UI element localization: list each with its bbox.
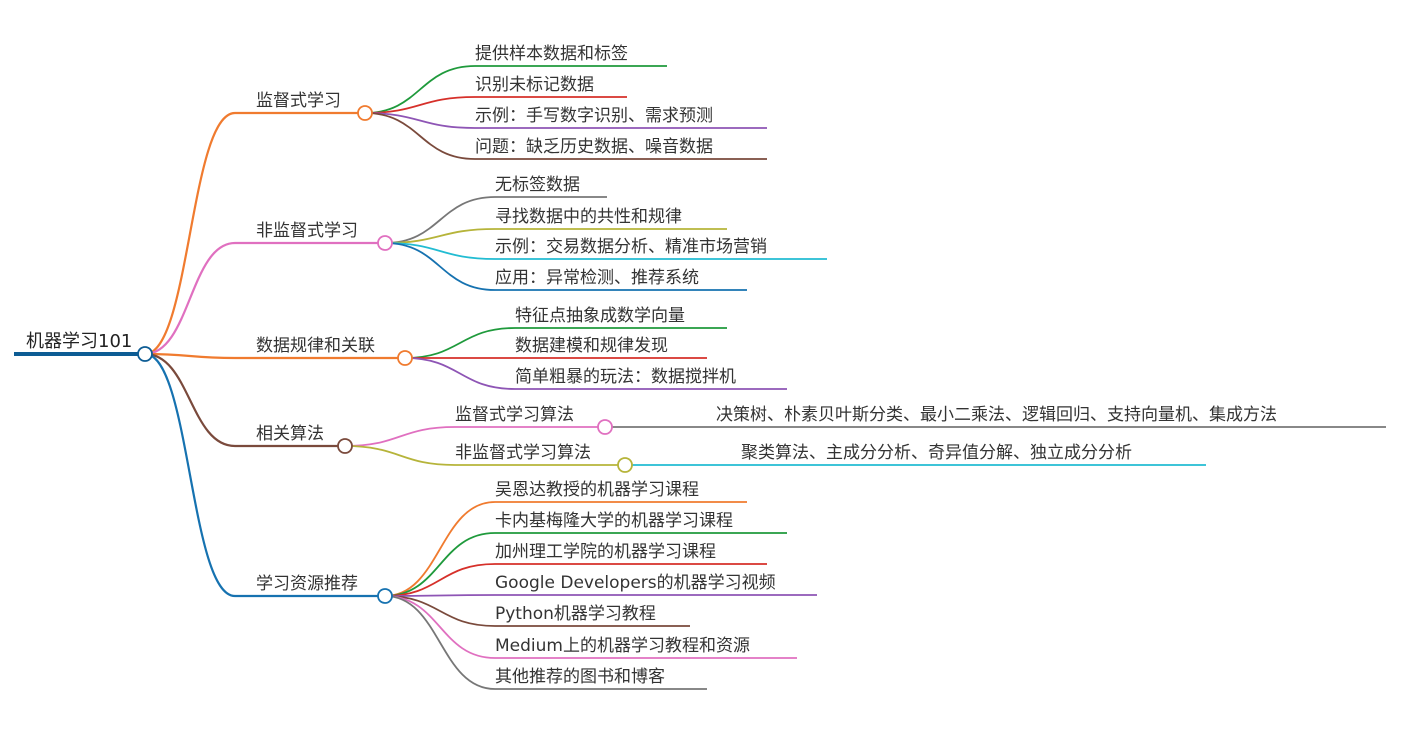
- branch-topic[interactable]: 数据规律和关联: [256, 336, 375, 356]
- branch-topic[interactable]: 相关算法: [256, 424, 324, 444]
- subtopic-connector: [384, 242, 496, 291]
- subtopic-connector: [364, 112, 476, 129]
- branch-topic[interactable]: 监督式学习: [256, 91, 341, 111]
- subtopic[interactable]: 其他推荐的图书和博客: [495, 667, 665, 687]
- subtopic[interactable]: 非监督式学习算法: [455, 443, 591, 463]
- root-topic[interactable]: 机器学习101: [26, 331, 133, 352]
- branch-connector: [144, 352, 236, 448]
- subtopic-connector: [364, 112, 476, 160]
- subtopic[interactable]: 监督式学习算法: [455, 405, 574, 425]
- subtopic[interactable]: 吴恩达教授的机器学习课程: [495, 480, 699, 500]
- subtopic-connector: [344, 426, 456, 447]
- branch-node-circle: [337, 438, 353, 454]
- subtopic[interactable]: Medium上的机器学习教程和资源: [495, 636, 750, 656]
- branch-node-circle: [377, 588, 393, 604]
- branch-connector: [144, 352, 236, 598]
- branch-connector: [144, 352, 236, 360]
- subtopic-connector: [384, 595, 496, 627]
- subtopic-connector: [384, 242, 496, 260]
- subtopic-connector: [384, 501, 496, 597]
- detail-topic[interactable]: 决策树、朴素贝叶斯分类、最小二乘法、逻辑回归、支持向量机、集成方法: [716, 405, 1277, 425]
- subtopic[interactable]: 数据建模和规律发现: [515, 336, 668, 356]
- subtopic[interactable]: 提供样本数据和标签: [475, 44, 628, 64]
- subtopic[interactable]: Google Developers的机器学习视频: [495, 573, 776, 593]
- subtopic-connector: [384, 594, 496, 597]
- subtopic[interactable]: 寻找数据中的共性和规律: [495, 207, 682, 227]
- detail-topic[interactable]: 聚类算法、主成分分析、奇异值分解、独立成分分析: [741, 443, 1132, 463]
- subtopic[interactable]: 问题：缺乏历史数据、噪音数据: [475, 137, 713, 157]
- subtopic[interactable]: 示例：手写数字识别、需求预测: [475, 106, 713, 126]
- branch-connector: [144, 241, 236, 356]
- branch-topic[interactable]: 非监督式学习: [256, 221, 358, 241]
- subtopic[interactable]: 无标签数据: [495, 175, 580, 195]
- subtopic-connector: [404, 357, 516, 390]
- subtopic-node-circle: [597, 419, 613, 435]
- subtopic-connector: [364, 96, 476, 114]
- root-node-circle: [137, 346, 153, 362]
- branch-node-circle: [377, 235, 393, 251]
- subtopic-connector: [384, 228, 496, 244]
- subtopic-connector: [344, 445, 456, 466]
- branch-topic[interactable]: 学习资源推荐: [256, 574, 358, 594]
- subtopic[interactable]: 简单粗暴的玩法：数据搅拌机: [515, 367, 736, 387]
- subtopic-connector: [384, 532, 496, 597]
- branch-connector: [144, 111, 236, 356]
- subtopic-connector: [384, 595, 496, 690]
- subtopic[interactable]: 加州理工学院的机器学习课程: [495, 542, 716, 562]
- subtopic[interactable]: 应用：异常检测、推荐系统: [495, 268, 699, 288]
- subtopic-connector: [384, 595, 496, 659]
- subtopic[interactable]: 识别未标记数据: [475, 75, 594, 95]
- branch-node-circle: [397, 350, 413, 366]
- subtopic-connector: [384, 196, 496, 244]
- subtopic-node-circle: [617, 457, 633, 473]
- branch-node-circle: [357, 105, 373, 121]
- subtopic[interactable]: Python机器学习教程: [495, 604, 656, 624]
- subtopic[interactable]: 特征点抽象成数学向量: [515, 306, 685, 326]
- subtopic[interactable]: 卡内基梅隆大学的机器学习课程: [495, 511, 733, 531]
- subtopic-connector: [404, 327, 516, 359]
- subtopic-connector: [384, 563, 496, 597]
- subtopic-connector: [364, 65, 476, 114]
- subtopic[interactable]: 示例：交易数据分析、精准市场营销: [495, 237, 767, 257]
